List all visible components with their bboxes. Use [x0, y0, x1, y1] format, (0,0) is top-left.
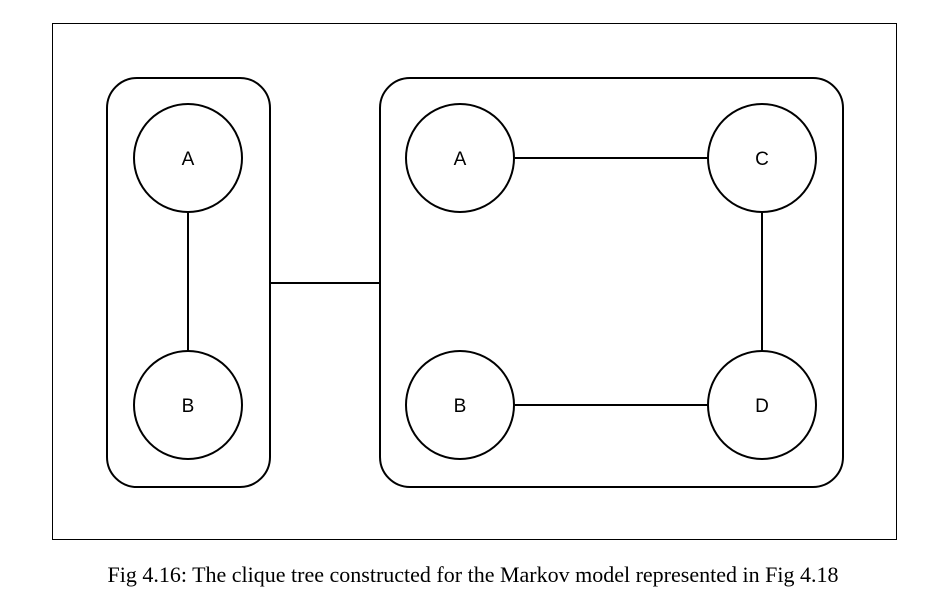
node-circle [405, 103, 515, 213]
node-label: A [182, 149, 195, 170]
node-label: D [755, 396, 769, 417]
node-label: A [454, 149, 467, 170]
figure-caption: Fig 4.16: The clique tree constructed fo… [107, 562, 839, 587]
node-a-clique-2: A [405, 103, 515, 213]
node-d-clique-2: D [707, 350, 817, 460]
node-circle [707, 103, 817, 213]
node-circle [133, 350, 243, 460]
node-label: C [755, 149, 769, 170]
node-b-clique-2: B [405, 350, 515, 460]
node-circle [133, 103, 243, 213]
node-label: B [454, 396, 467, 417]
figure-frame [52, 23, 897, 540]
node-a-clique-1: A [133, 103, 243, 213]
node-label: B [182, 396, 195, 417]
node-b-clique-1: B [133, 350, 243, 460]
node-circle [405, 350, 515, 460]
node-circle [707, 350, 817, 460]
node-c-clique-2: C [707, 103, 817, 213]
